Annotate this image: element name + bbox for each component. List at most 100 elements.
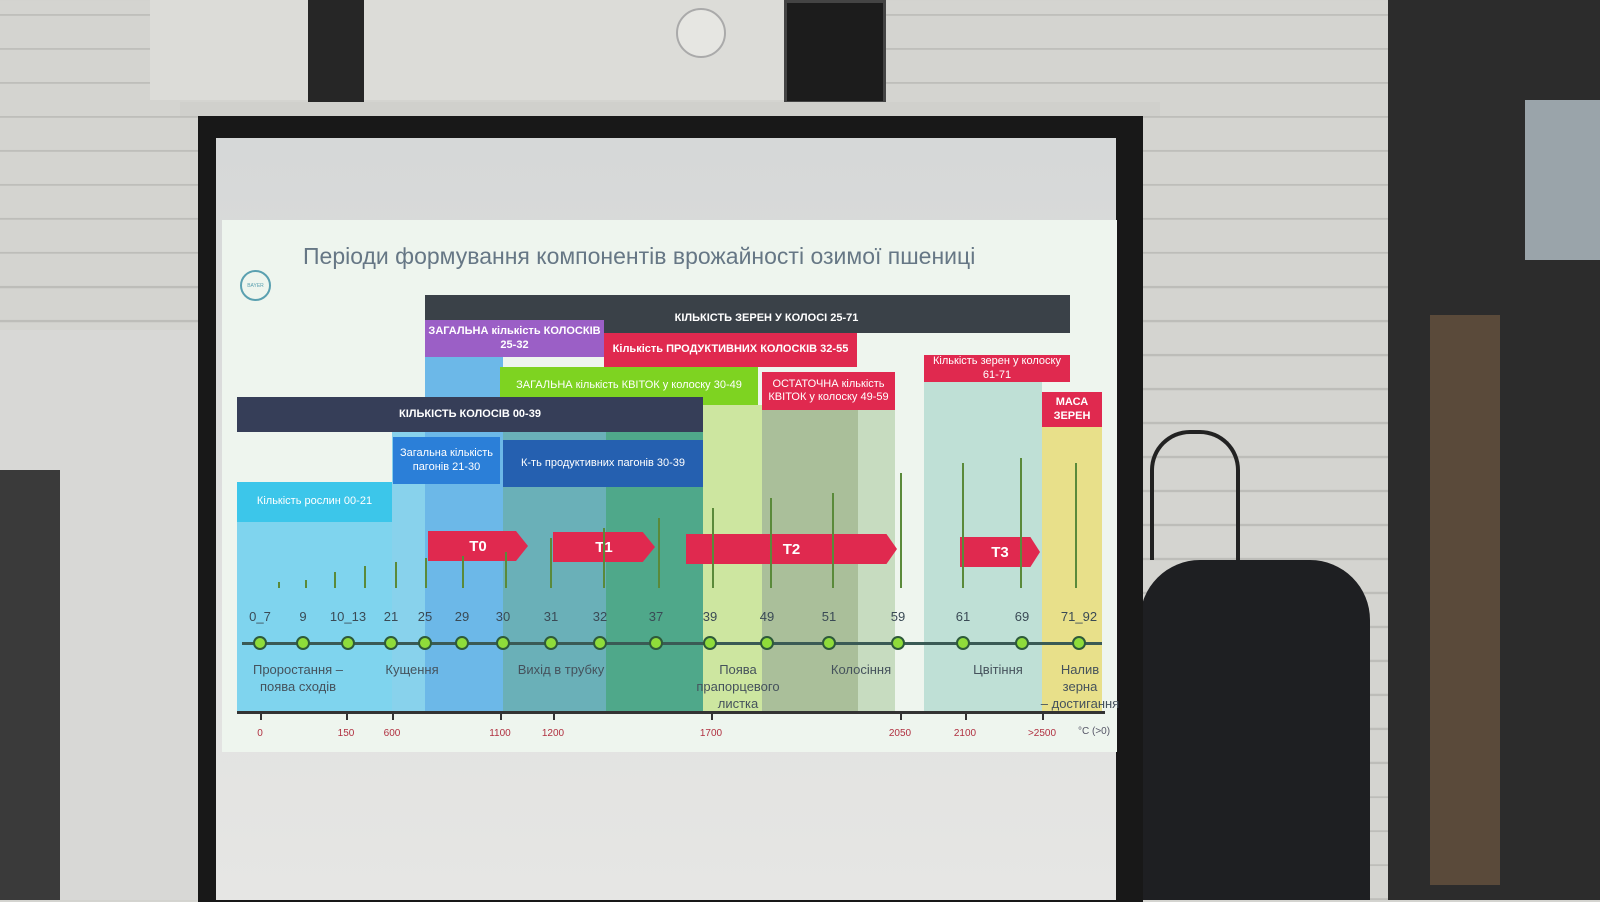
treatment-t3-arrow: T3 bbox=[960, 537, 1040, 567]
coat-rack bbox=[1150, 430, 1240, 560]
wheat-plant-icon bbox=[603, 528, 605, 588]
phase-label: Поява прапорцевого листка bbox=[696, 662, 780, 711]
stage-dot bbox=[455, 636, 469, 650]
stage-number: 39 bbox=[702, 609, 718, 624]
wheat-plant-icon bbox=[712, 508, 714, 588]
stage-number: 69 bbox=[1014, 609, 1030, 624]
axis-tick bbox=[260, 712, 262, 720]
wheat-plant-icon bbox=[395, 562, 397, 588]
projector-pole bbox=[308, 0, 364, 108]
wheat-plant-icon bbox=[462, 556, 464, 588]
axis-tick-label: 2100 bbox=[953, 728, 977, 739]
stage-dot bbox=[649, 636, 663, 650]
stage-dot bbox=[496, 636, 510, 650]
stage-dot bbox=[822, 636, 836, 650]
stage-number: 32 bbox=[592, 609, 608, 624]
block-plants-count: Кількість рослин 00-21 bbox=[237, 482, 392, 522]
poster bbox=[0, 470, 60, 900]
axis-tick-label: 2050 bbox=[888, 728, 912, 739]
wheat-plant-icon bbox=[658, 518, 660, 588]
treatment-t2-arrow: T2 bbox=[686, 534, 897, 564]
stage-dot bbox=[1072, 636, 1086, 650]
axis-tick-label: >2500 bbox=[1027, 728, 1057, 739]
axis-tick-label: 0 bbox=[257, 728, 263, 739]
stage-number: 10_13 bbox=[329, 609, 367, 624]
block-grain-mass: МАСА ЗЕРЕН bbox=[1042, 392, 1102, 427]
block-total-shoots: Загальна кількість пагонів 21-30 bbox=[393, 437, 500, 484]
phase-label: Цвітіння bbox=[973, 662, 1023, 677]
bayer-logo: BAYER bbox=[240, 270, 271, 301]
wheat-plant-icon bbox=[505, 552, 507, 588]
block-ears-count: КІЛЬКІСТЬ КОЛОСІВ 00-39 bbox=[237, 397, 703, 432]
temperature-axis bbox=[237, 711, 1105, 714]
stage-number: 37 bbox=[648, 609, 664, 624]
stage-number: 30 bbox=[495, 609, 511, 624]
stage-dot bbox=[956, 636, 970, 650]
door-glass bbox=[1430, 315, 1500, 885]
axis-tick-label: 1700 bbox=[699, 728, 723, 739]
wheat-plant-icon bbox=[1075, 463, 1077, 588]
axis-tick-label: 600 bbox=[383, 728, 401, 739]
phase-label: Проростання – поява сходів bbox=[252, 662, 344, 694]
stage-dot bbox=[384, 636, 398, 650]
stage-dot bbox=[544, 636, 558, 650]
block-productive-shoots: К-ть продуктивних пагонів 30-39 bbox=[503, 440, 703, 487]
axis-tick bbox=[346, 712, 348, 720]
phase-label: Вихід в трубку bbox=[517, 662, 605, 677]
stage-number: 61 bbox=[955, 609, 971, 624]
axis-tick bbox=[711, 712, 713, 720]
axis-tick bbox=[1042, 712, 1044, 720]
axis-tick bbox=[553, 712, 555, 720]
wheat-plant-icon bbox=[770, 498, 772, 588]
block-productive-spikelets: Кількість ПРОДУКТИВНИХ КОЛОСКІВ 32-55 bbox=[604, 333, 857, 367]
stage-number: 0_7 bbox=[249, 609, 271, 624]
stage-number: 29 bbox=[454, 609, 470, 624]
wheat-plant-icon bbox=[900, 473, 902, 588]
stage-dot bbox=[418, 636, 432, 650]
stage-number: 21 bbox=[383, 609, 399, 624]
jacket bbox=[1140, 560, 1370, 900]
block-grains-in-spikelet: Кількість зерен у колоску 61-71 bbox=[924, 355, 1070, 382]
stage-dot bbox=[253, 636, 267, 650]
axis-tick-label: 1200 bbox=[541, 728, 565, 739]
stage-number: 25 bbox=[417, 609, 433, 624]
phase-label: Колосіння bbox=[830, 662, 892, 677]
wheat-plant-icon bbox=[364, 566, 366, 588]
stage-number: 59 bbox=[890, 609, 906, 624]
wheat-plant-icon bbox=[832, 493, 834, 588]
stage-number: 49 bbox=[759, 609, 775, 624]
wheat-plant-icon bbox=[425, 558, 427, 588]
screen-rail bbox=[180, 102, 1160, 116]
stage-number: 51 bbox=[821, 609, 837, 624]
axis-tick bbox=[392, 712, 394, 720]
block-final-florets: ОСТАТОЧНА кількість КВІТОК у колоску 49-… bbox=[762, 372, 895, 410]
wheat-plant-icon bbox=[305, 580, 307, 588]
wheat-plant-icon bbox=[1020, 458, 1022, 588]
treatment-t0-arrow: T0 bbox=[428, 531, 528, 561]
stage-dot bbox=[341, 636, 355, 650]
stage-dot bbox=[891, 636, 905, 650]
wheat-plant-icon bbox=[962, 463, 964, 588]
window bbox=[1525, 100, 1600, 260]
column-bg bbox=[1042, 427, 1102, 712]
block-total-spikelets: ЗАГАЛЬНА кількість КОЛОСКІВ 25-32 bbox=[425, 320, 604, 357]
stage-dot bbox=[760, 636, 774, 650]
axis-tick bbox=[965, 712, 967, 720]
phase-label: Кущення bbox=[385, 662, 439, 677]
wheat-plant-icon bbox=[550, 538, 552, 588]
axis-tick bbox=[900, 712, 902, 720]
stage-number: 9 bbox=[299, 609, 307, 624]
column-bg bbox=[237, 520, 392, 712]
ceiling-light bbox=[676, 8, 726, 58]
stage-dot bbox=[296, 636, 310, 650]
stage-dot bbox=[593, 636, 607, 650]
stage-number: 71_92 bbox=[1060, 609, 1098, 624]
axis-tick bbox=[500, 712, 502, 720]
stage-number: 31 bbox=[543, 609, 559, 624]
stage-dot bbox=[703, 636, 717, 650]
stage-timeline bbox=[242, 642, 1102, 645]
wheat-plant-icon bbox=[278, 582, 280, 588]
wheat-plant-icon bbox=[334, 572, 336, 588]
stage-dot bbox=[1015, 636, 1029, 650]
